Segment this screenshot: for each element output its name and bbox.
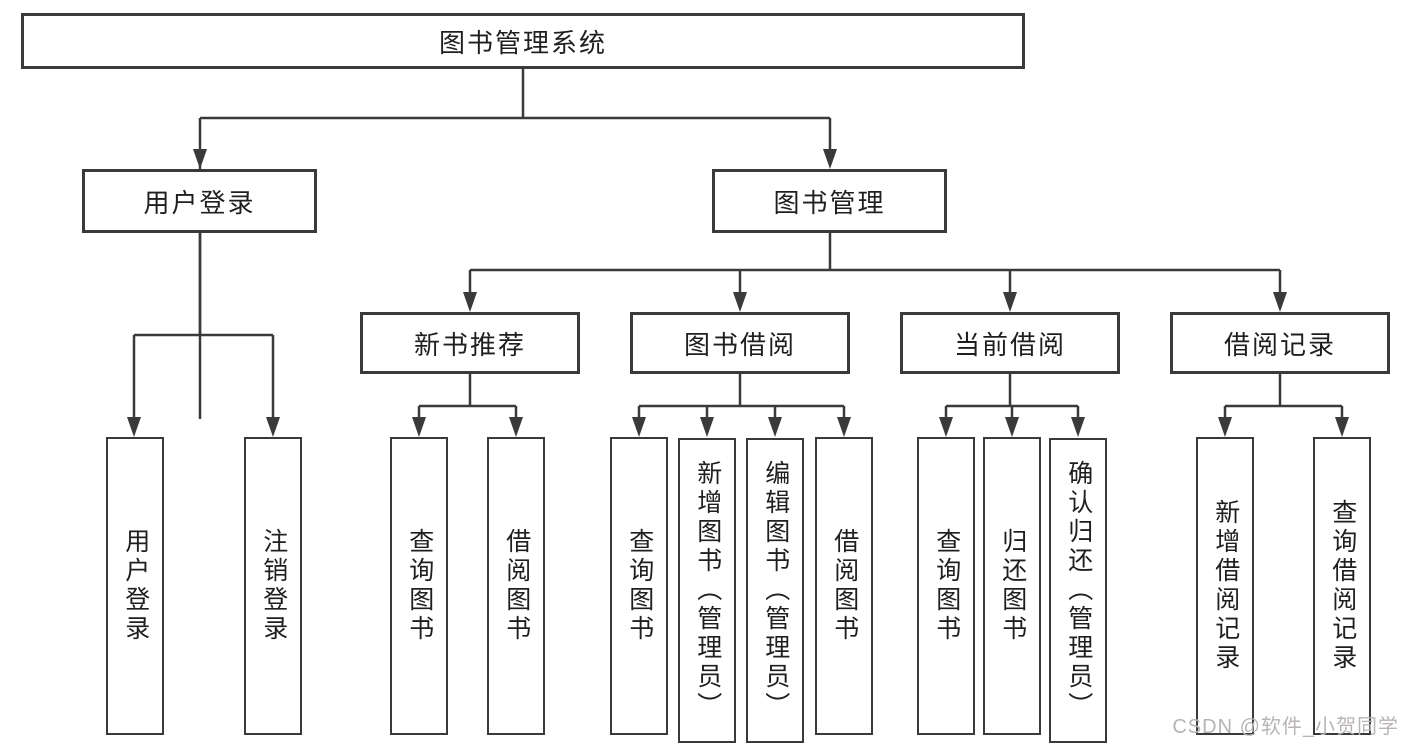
arrowhead xyxy=(823,149,837,169)
arrowhead xyxy=(412,417,426,437)
node-user-login: 用户登录 xyxy=(82,169,317,233)
arrowhead xyxy=(768,417,782,437)
leaf-borrowmod-add-admin: 新增图书（管理员） xyxy=(678,438,736,743)
arrowhead xyxy=(463,292,477,312)
connector-borrow-records-branch xyxy=(1223,374,1344,419)
leaf-borrowmod-borrow: 借阅图书 xyxy=(815,437,873,735)
leaf-newbooks-borrow-label: 借阅图书 xyxy=(502,528,531,644)
leaf-borrowmod-borrow-label: 借阅图书 xyxy=(830,528,859,644)
arrowhead xyxy=(632,417,646,437)
csdn-watermark: CSDN @软件_小贺同学 xyxy=(1172,716,1399,738)
leaf-borrowmod-query: 查询图书 xyxy=(610,437,668,735)
leaf-borrowmod-query-label: 查询图书 xyxy=(625,528,654,644)
leaf-borrowmod-edit-admin-label: 编辑图书（管理员） xyxy=(761,460,790,721)
arrowhead xyxy=(509,417,523,437)
node-book-management-label: 图书管理 xyxy=(773,187,886,218)
node-borrow-records-label: 借阅记录 xyxy=(1223,329,1336,360)
node-borrow-records: 借阅记录 xyxy=(1170,312,1390,374)
arrowhead xyxy=(733,292,747,312)
leaf-records-query-label: 查询借阅记录 xyxy=(1328,499,1357,673)
connector-book-borrow-branch xyxy=(637,374,846,419)
leaf-user-login: 用户登录 xyxy=(106,437,164,735)
leaf-newbooks-query-label: 查询图书 xyxy=(405,528,434,644)
arrowhead xyxy=(127,417,141,437)
arrowhead xyxy=(1335,417,1349,437)
node-current-borrow: 当前借阅 xyxy=(900,312,1120,374)
arrowhead xyxy=(837,417,851,437)
node-root-label: 图书管理系统 xyxy=(438,27,607,58)
arrowhead xyxy=(1218,417,1232,437)
node-user-login-label: 用户登录 xyxy=(143,187,256,218)
leaf-user-login-label: 用户登录 xyxy=(121,528,150,644)
leaf-current-return: 归还图书 xyxy=(983,437,1041,735)
node-new-book-recommend-label: 新书推荐 xyxy=(413,329,526,360)
arrowhead xyxy=(1005,417,1019,437)
leaf-current-confirm-admin-label: 确认归还（管理员） xyxy=(1064,460,1093,721)
leaf-records-add-label: 新增借阅记录 xyxy=(1211,499,1240,673)
leaf-borrowmod-add-admin-label: 新增图书（管理员） xyxy=(693,460,722,721)
connector-new-book-branch xyxy=(417,374,518,419)
node-new-book-recommend: 新书推荐 xyxy=(360,312,580,374)
leaf-records-add: 新增借阅记录 xyxy=(1196,437,1254,735)
leaf-borrowmod-edit-admin: 编辑图书（管理员） xyxy=(746,438,804,743)
leaf-logout: 注销登录 xyxy=(244,437,302,735)
node-book-management: 图书管理 xyxy=(712,169,947,233)
arrowhead xyxy=(1003,292,1017,312)
connector-user-login-branch xyxy=(132,233,275,419)
node-book-borrow-label: 图书借阅 xyxy=(683,329,796,360)
leaf-current-confirm-admin: 确认归还（管理员） xyxy=(1049,438,1107,743)
leaf-newbooks-query: 查询图书 xyxy=(390,437,448,735)
leaf-logout-label: 注销登录 xyxy=(259,528,288,644)
arrowhead xyxy=(266,417,280,437)
arrowhead xyxy=(1273,292,1287,312)
leaf-current-query-label: 查询图书 xyxy=(932,528,961,644)
connector-book-management-branch xyxy=(468,233,1282,294)
node-book-borrow: 图书借阅 xyxy=(630,312,850,374)
connector-current-borrow-branch xyxy=(944,374,1080,419)
arrowhead xyxy=(1071,417,1085,437)
leaf-records-query: 查询借阅记录 xyxy=(1313,437,1371,735)
arrowhead xyxy=(193,149,207,169)
leaf-current-query: 查询图书 xyxy=(917,437,975,735)
arrowhead xyxy=(939,417,953,437)
leaf-current-return-label: 归还图书 xyxy=(998,528,1027,644)
arrowhead xyxy=(700,417,714,437)
node-root: 图书管理系统 xyxy=(21,13,1025,69)
node-current-borrow-label: 当前借阅 xyxy=(953,329,1066,360)
leaf-newbooks-borrow: 借阅图书 xyxy=(487,437,545,735)
